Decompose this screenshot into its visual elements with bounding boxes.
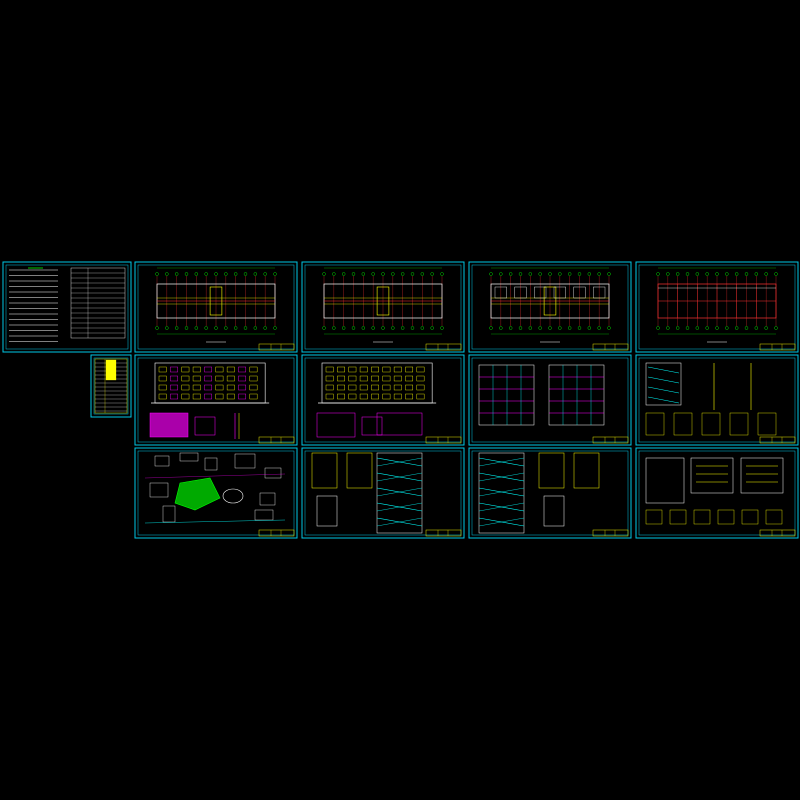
- sheet-plan-1[interactable]: [134, 261, 298, 353]
- sheet-plan-2[interactable]: [301, 261, 465, 353]
- sheet-stair-2[interactable]: [468, 447, 632, 539]
- sheet-wall-details[interactable]: [635, 354, 799, 446]
- sheet-site-plan[interactable]: [134, 447, 298, 539]
- sheet-drawing-index[interactable]: [90, 354, 132, 418]
- sheet-design-notes[interactable]: [2, 261, 132, 353]
- sheet-section[interactable]: [468, 354, 632, 446]
- sheet-node-details[interactable]: [635, 447, 799, 539]
- sheet-elevation-back[interactable]: [301, 354, 465, 446]
- sheet-elevation-front[interactable]: [134, 354, 298, 446]
- sheet-stair-1[interactable]: [301, 447, 465, 539]
- sheet-plan-3[interactable]: [468, 261, 632, 353]
- sheet-plan-roof[interactable]: [635, 261, 799, 353]
